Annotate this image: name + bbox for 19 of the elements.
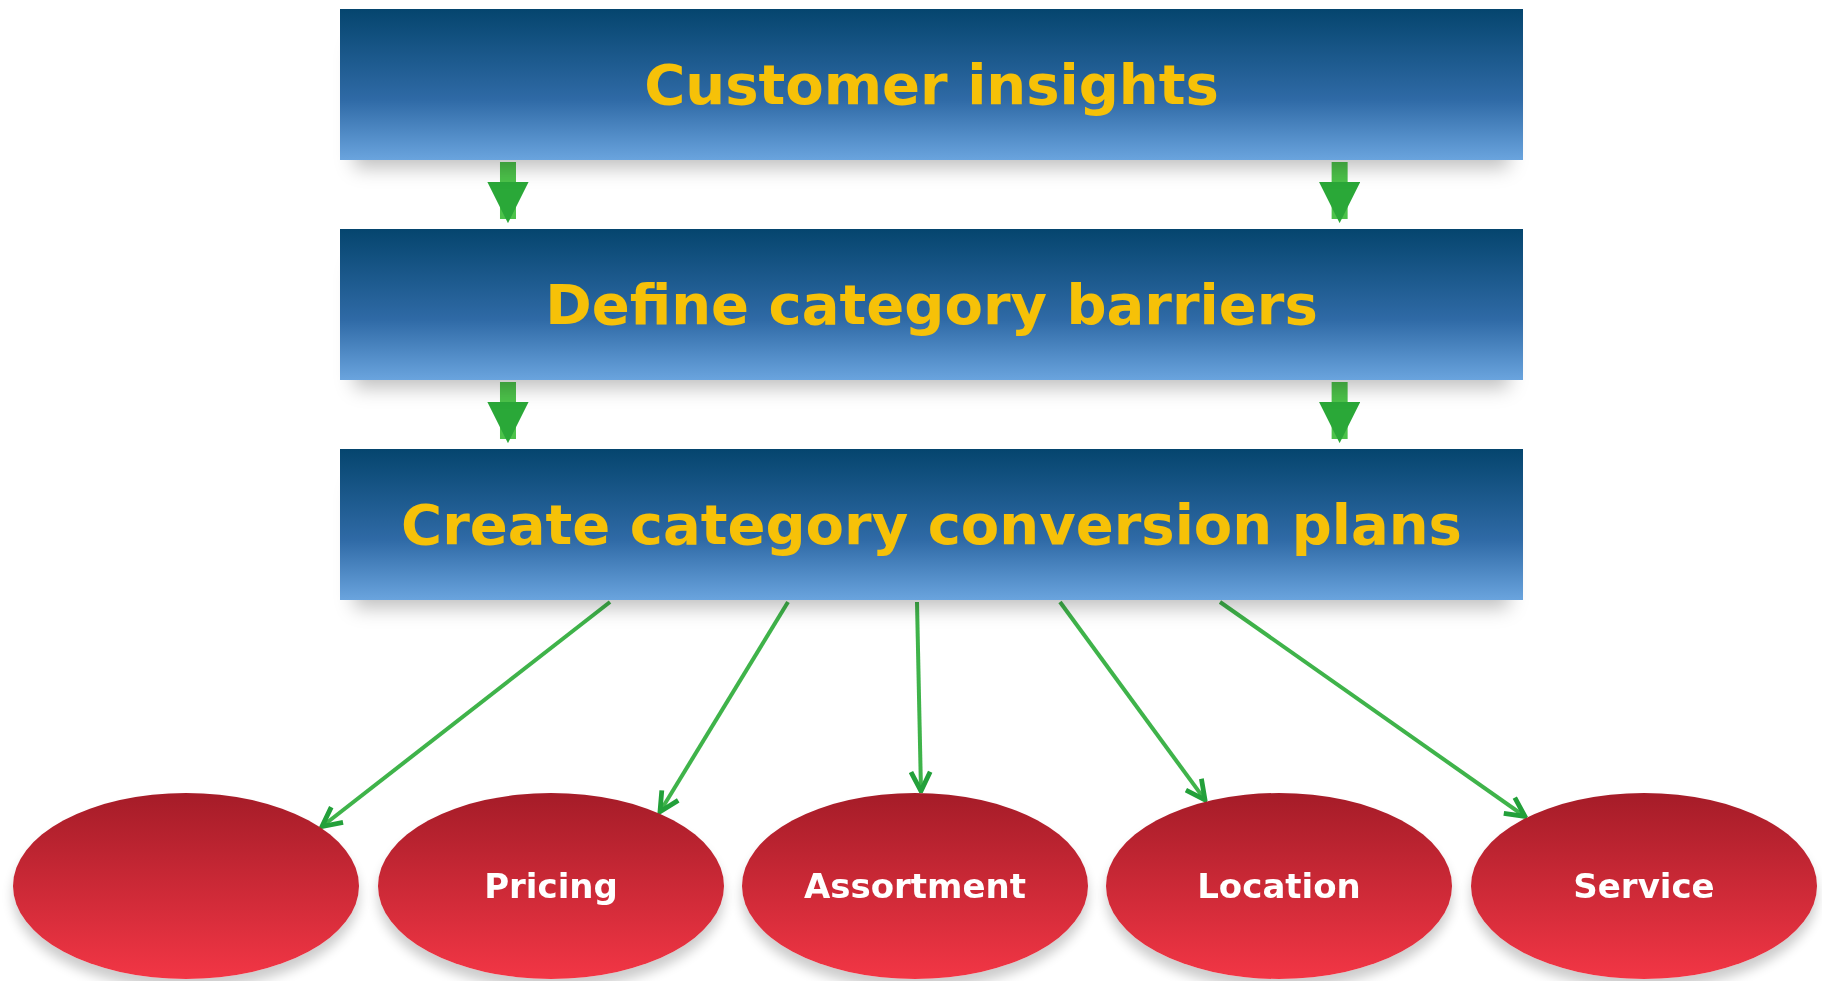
process-box xyxy=(340,229,1523,380)
node-label: Define category barriers xyxy=(545,272,1318,337)
node-label: Assortment xyxy=(803,866,1027,906)
arrow xyxy=(1318,162,1361,224)
arrow xyxy=(487,382,529,444)
arrow xyxy=(1318,382,1361,444)
arrow xyxy=(1218,600,1528,819)
arrow xyxy=(657,600,790,815)
arrow xyxy=(1058,600,1208,803)
arrow xyxy=(319,600,612,829)
node-label: Pricing xyxy=(484,866,618,906)
arrow xyxy=(487,162,529,224)
node-label: Location xyxy=(1197,866,1361,906)
arrow xyxy=(908,601,933,794)
node-label: Create category conversion plans xyxy=(401,492,1462,557)
node-label: Customer insights xyxy=(644,52,1219,117)
process-box xyxy=(340,9,1523,160)
process-box xyxy=(340,449,1523,600)
node-label: Service xyxy=(1573,866,1715,906)
